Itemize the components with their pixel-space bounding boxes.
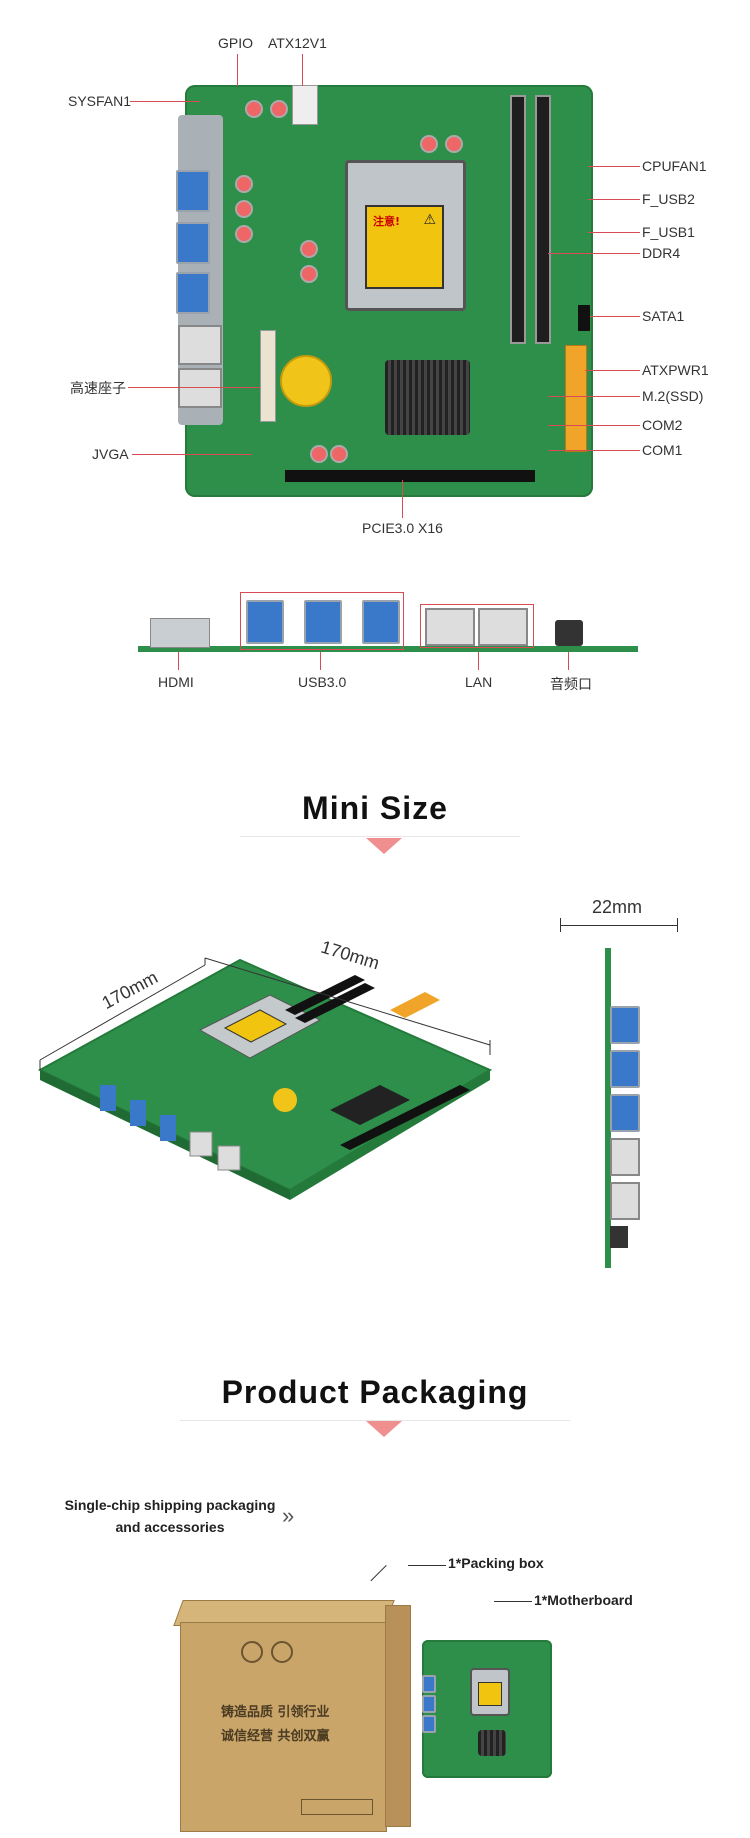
lan-port	[178, 325, 222, 365]
label-audio: 音频口	[550, 677, 592, 693]
warning-icon: ⚠	[423, 211, 436, 227]
capacitor	[270, 100, 288, 118]
item-box-label: 1*Packing box	[448, 1555, 544, 1571]
side-dimension-line	[560, 925, 678, 926]
dimension-height: 22mm	[592, 897, 643, 917]
usb-port	[176, 272, 210, 314]
box-label-panel	[301, 1799, 373, 1815]
capacitor	[310, 445, 328, 463]
usb-group-box	[240, 592, 404, 650]
chevrons-icon: »	[282, 1503, 295, 1528]
rear-io-diagram: HDMI USB3.0 LAN 音频口	[0, 580, 750, 710]
board-diagram: 注意! ⚠ GPIO ATX12V1 SYSFAN1 CPUFAN1 F_USB…	[0, 0, 750, 540]
audio-jack	[610, 1226, 628, 1248]
mini-size-title: Mini Size	[302, 790, 448, 826]
capacitor	[300, 240, 318, 258]
box-logo	[241, 1641, 263, 1663]
capacitor	[245, 100, 263, 118]
high-speed-header	[260, 330, 276, 422]
hdmi-port	[150, 618, 210, 648]
usb-port	[610, 1006, 640, 1044]
pcie-slot	[285, 470, 535, 482]
label-m2: M.2(SSD)	[642, 388, 704, 404]
label-cpufan1: CPUFAN1	[642, 158, 707, 174]
usb-port	[362, 600, 400, 644]
label-high-speed-header: 高速座子	[70, 381, 126, 397]
label-jvga: JVGA	[92, 446, 129, 462]
lan-port	[610, 1138, 640, 1176]
cpu-socket	[470, 1668, 510, 1716]
lan-port	[478, 608, 528, 646]
label-lan: LAN	[465, 674, 493, 690]
chipset-heatsink	[478, 1730, 506, 1756]
capacitor	[235, 175, 253, 193]
sata-connector	[578, 305, 590, 331]
caption-line-1: Single-chip shipping packaging	[64, 1497, 276, 1513]
label-atxpwr1: ATXPWR1	[642, 362, 709, 378]
label-ddr4: DDR4	[642, 245, 681, 261]
leader-board	[494, 1601, 532, 1602]
usb-port	[176, 222, 210, 264]
side-view-board	[605, 948, 611, 1268]
label-pcie: PCIE3.0 X16	[362, 520, 443, 536]
label-atx12v1: ATX12V1	[268, 35, 327, 51]
audio-jack	[555, 620, 583, 646]
usb-port	[422, 1715, 436, 1733]
lan-port	[425, 608, 475, 646]
packaging-title: Product Packaging	[221, 1374, 529, 1410]
label-sata1: SATA1	[642, 308, 685, 324]
warning-sticker	[478, 1682, 502, 1706]
box-logo	[271, 1641, 293, 1663]
lan-port	[178, 368, 222, 408]
warning-text: 注意!	[373, 215, 401, 228]
label-f-usb2: F_USB2	[642, 191, 695, 207]
leader-box	[408, 1565, 446, 1566]
usb-port	[246, 600, 284, 644]
packaging-caption: Single-chip shipping packaging and acces…	[50, 1494, 290, 1538]
label-com1: COM1	[642, 442, 683, 458]
usb-port	[610, 1050, 640, 1088]
isometric-board	[37, 957, 493, 1200]
label-com2: COM2	[642, 417, 683, 433]
capacitor	[445, 135, 463, 153]
title-triangle	[366, 1421, 402, 1437]
lan-port	[610, 1182, 640, 1220]
capacitor	[420, 135, 438, 153]
usb-port	[610, 1094, 640, 1132]
label-gpio: GPIO	[218, 35, 254, 51]
chipset-heatsink	[385, 360, 470, 435]
lan-group-box	[420, 604, 534, 648]
caption-line-2: and accessories	[115, 1519, 225, 1535]
atx12v-connector	[292, 85, 318, 125]
box-text-2: 诚信经营 共创双赢	[221, 1729, 330, 1744]
dimm-slot	[535, 95, 551, 344]
warning-sticker: 注意! ⚠	[365, 205, 444, 289]
capacitor	[330, 445, 348, 463]
dimm-slot	[510, 95, 526, 344]
packing-box: 铸造品质 引领行业 诚信经营 共创双赢	[180, 1622, 387, 1832]
label-usb3: USB3.0	[298, 674, 347, 690]
title-underline	[240, 836, 520, 837]
usb-port	[304, 600, 342, 644]
item-board-label: 1*Motherboard	[534, 1592, 633, 1608]
box-text-1: 铸造品质 引领行业	[221, 1705, 330, 1720]
label-f-usb1: F_USB1	[642, 224, 695, 240]
usb-port	[422, 1695, 436, 1713]
usb-port	[176, 170, 210, 212]
cmos-battery	[280, 355, 332, 407]
atx-power-connector	[565, 345, 587, 452]
capacitor	[235, 200, 253, 218]
title-underline	[180, 1420, 570, 1421]
label-sysfan1: SYSFAN1	[68, 93, 132, 109]
usb-port	[422, 1675, 436, 1693]
label-hdmi: HDMI	[158, 674, 194, 690]
title-triangle	[366, 838, 402, 854]
capacitor	[235, 225, 253, 243]
capacitor	[300, 265, 318, 283]
box-side	[385, 1605, 411, 1827]
